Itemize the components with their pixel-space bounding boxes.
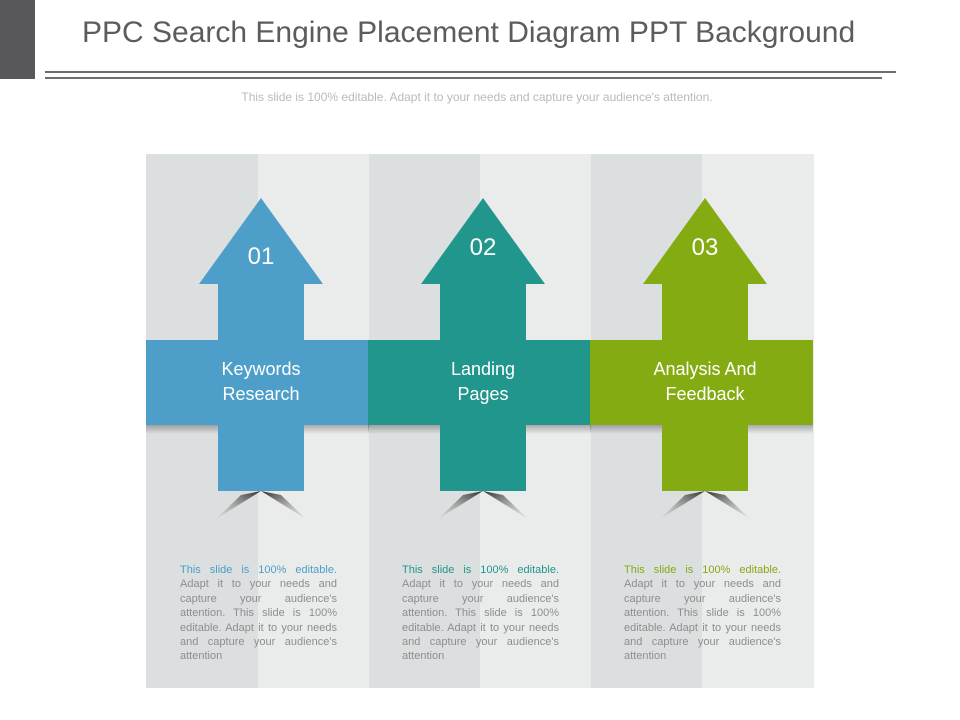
tail-wedge-left [660, 491, 705, 519]
tail-wedge-left [438, 491, 483, 519]
step-label: Analysis And Feedback [653, 359, 757, 404]
step-label: Landing Pages [450, 359, 516, 404]
corner-accent-block [0, 0, 35, 79]
step-description-lead: This slide is 100% editable. [624, 564, 781, 576]
tail-wedge-right [705, 491, 750, 519]
arrow-tail-wedges [216, 491, 750, 519]
step-description: This slide is 100% editable. Adapt it to… [624, 563, 781, 664]
step-description-lead: This slide is 100% editable. [180, 564, 337, 576]
step-number: 03 [691, 234, 719, 261]
step-description: This slide is 100% editable. Adapt it to… [180, 563, 337, 664]
slide-subtitle: This slide is 100% editable. Adapt it to… [241, 90, 713, 104]
tail-wedge-right [261, 491, 306, 519]
step-arrow-2 [368, 198, 591, 491]
step-arrow-1 [146, 198, 369, 491]
slide-title: PPC Search Engine Placement Diagram PPT … [82, 16, 856, 49]
step-arrows [146, 198, 813, 491]
step-description-lead: This slide is 100% editable. [402, 564, 559, 576]
tail-wedge-left [216, 491, 261, 519]
step-label: Keywords Research [221, 359, 301, 404]
step-description: This slide is 100% editable. Adapt it to… [402, 563, 559, 664]
step-description-body: Adapt it to your needs and capture your … [624, 578, 781, 663]
step-number: 01 [247, 243, 275, 270]
tail-wedge-right [483, 491, 528, 519]
step-arrow-3 [590, 198, 813, 491]
step-description-body: Adapt it to your needs and capture your … [402, 578, 559, 663]
step-number: 02 [469, 234, 497, 261]
title-underline-bottom [45, 77, 882, 79]
title-underline-top [45, 71, 896, 73]
step-description-body: Adapt it to your needs and capture your … [180, 578, 337, 663]
